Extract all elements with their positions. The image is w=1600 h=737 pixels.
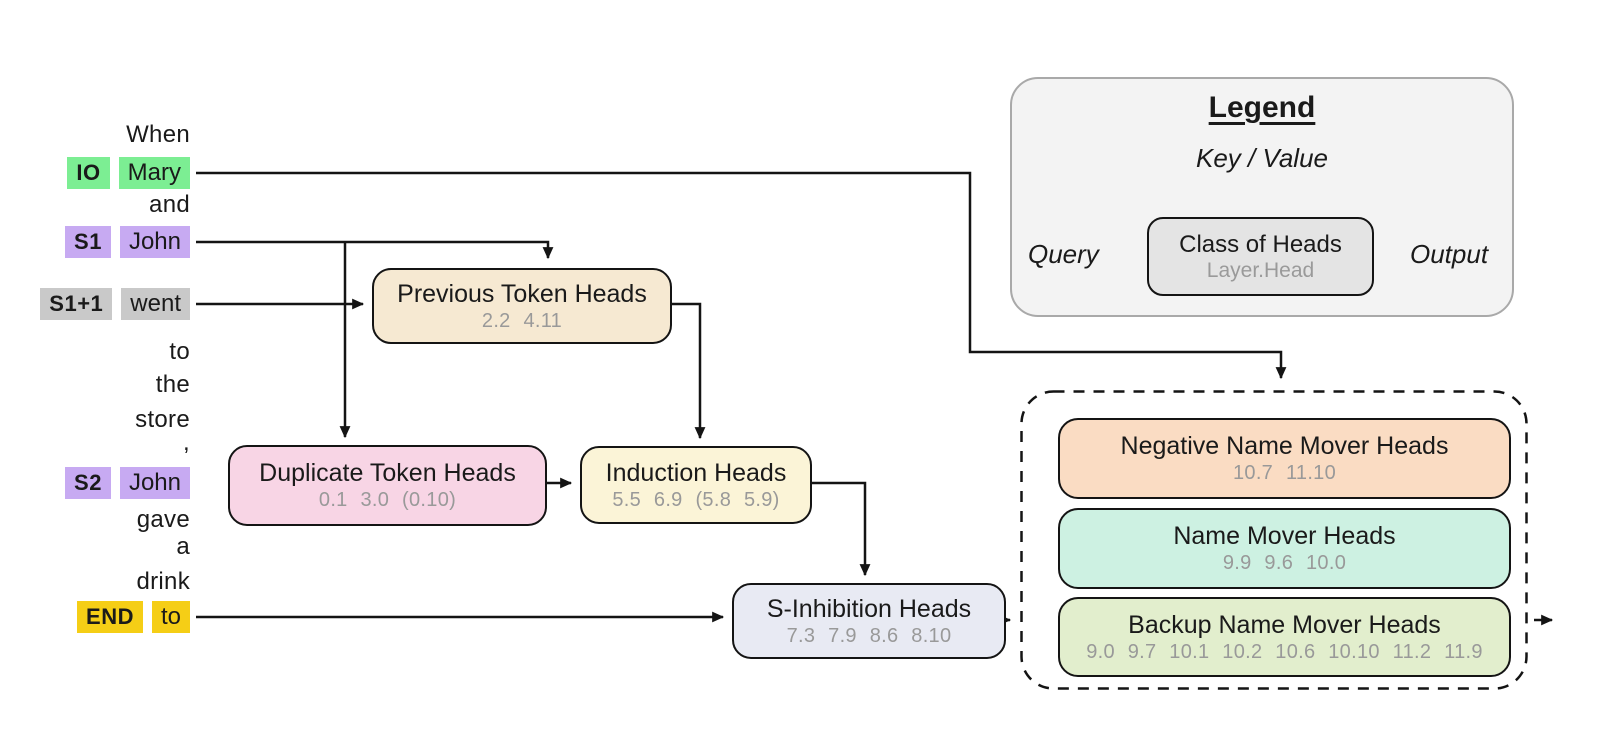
token-word-john-s1: John <box>119 226 190 258</box>
name-mover-heads-box: Name Mover Heads 9.9 9.6 10.0 <box>1058 508 1511 589</box>
token-row-gave: gave <box>137 506 190 534</box>
arrow-s1-to-previous-token <box>196 240 554 260</box>
s-inhibition-heads-box: S-Inhibition Heads 7.3 7.9 8.6 8.10 <box>732 583 1006 659</box>
legend-key-value-label: Key / Value <box>1195 143 1328 173</box>
token-word-comma: , <box>183 429 190 456</box>
backup-name-mover-heads-values: 9.0 9.7 10.1 10.2 10.6 10.10 11.2 11.9 <box>1086 640 1483 663</box>
token-word-to-end: to <box>151 601 190 633</box>
negative-name-mover-heads-values: 10.7 11.10 <box>1232 462 1337 484</box>
arrow-io-to-name-movers <box>196 171 1287 380</box>
token-label-s1: S1 <box>65 226 111 258</box>
arrow-previous-to-induction <box>668 302 706 440</box>
token-word-and: and <box>149 191 190 218</box>
token-word-john-s2: John <box>119 467 190 499</box>
legend-panel: Legend Key / Value Query Output Class of… <box>1010 77 1514 317</box>
duplicate-token-heads-box: Duplicate Token Heads 0.1 3.0 (0.10) <box>228 445 547 526</box>
induction-heads-title: Induction Heads <box>605 458 787 487</box>
name-mover-heads-values: 9.9 9.6 10.0 <box>1222 552 1347 574</box>
token-label-s2: S2 <box>65 467 111 499</box>
token-label-end: END <box>77 601 143 633</box>
token-row-and: and <box>149 191 190 219</box>
duplicate-token-heads-title: Duplicate Token Heads <box>259 459 516 487</box>
name-mover-heads-title: Name Mover Heads <box>1173 522 1396 550</box>
s-inhibition-heads-title: S-Inhibition Heads <box>766 594 972 623</box>
token-row-when: When <box>126 121 190 149</box>
previous-token-heads-box: Previous Token Heads 2.2 4.11 <box>372 268 672 344</box>
induction-heads-box: Induction Heads 5.5 6.9 (5.8 5.9) <box>580 446 812 524</box>
token-word-went: went <box>121 288 190 320</box>
token-row-to: to <box>169 338 190 366</box>
arrow-induction-to-sinhibition <box>808 481 871 577</box>
token-row-s2-john: S2 John <box>65 467 190 499</box>
previous-token-heads-values: 2.2 4.11 <box>481 309 563 332</box>
token-word-when: When <box>126 121 190 148</box>
token-label-io: IO <box>67 157 110 189</box>
token-word-gave: gave <box>136 506 190 533</box>
token-row-a: a <box>176 533 190 561</box>
token-word-the: the <box>155 371 190 398</box>
legend-layer-head-subtitle: Layer.Head <box>1206 258 1315 282</box>
token-word-drink: drink <box>136 568 190 595</box>
token-row-s1plus1-went: S1+1 went <box>40 288 190 320</box>
legend-title: Legend <box>1208 91 1316 124</box>
previous-token-heads-title: Previous Token Heads <box>397 279 647 308</box>
legend-class-of-heads-box: Class of Heads Layer.Head <box>1147 217 1374 296</box>
negative-name-mover-heads-title: Negative Name Mover Heads <box>1120 432 1449 460</box>
duplicate-token-heads-values: 0.1 3.0 (0.10) <box>318 489 457 511</box>
induction-heads-values: 5.5 6.9 (5.8 5.9) <box>612 488 780 511</box>
token-row-comma: , <box>183 429 190 457</box>
token-row-drink: drink <box>136 568 190 596</box>
legend-query-label: Query <box>1028 239 1099 269</box>
token-row-end-to: END to <box>77 601 190 633</box>
token-row-s1-john: S1 John <box>65 226 190 258</box>
negative-name-mover-heads-box: Negative Name Mover Heads 10.7 11.10 <box>1058 418 1511 499</box>
legend-output-label: Output <box>1410 239 1489 269</box>
name-mover-group: Negative Name Mover Heads 10.7 11.10 Nam… <box>1020 390 1528 690</box>
backup-name-mover-heads-box: Backup Name Mover Heads 9.0 9.7 10.1 10.… <box>1058 597 1511 677</box>
token-word-to: to <box>169 338 190 365</box>
token-label-s1plus1: S1+1 <box>40 288 113 320</box>
name-mover-group-dashed-border <box>1020 390 1528 690</box>
token-row-the: the <box>156 371 190 399</box>
token-row-io-mary: IO Mary <box>67 157 190 189</box>
token-word-mary: Mary <box>118 157 190 189</box>
token-row-store: store <box>135 406 190 434</box>
token-word-a: a <box>176 533 190 560</box>
token-word-store: store <box>135 406 190 433</box>
legend-class-of-heads-title: Class of Heads <box>1179 230 1342 258</box>
s-inhibition-heads-values: 7.3 7.9 8.6 8.10 <box>786 624 952 647</box>
backup-name-mover-heads-title: Backup Name Mover Heads <box>1128 610 1441 639</box>
